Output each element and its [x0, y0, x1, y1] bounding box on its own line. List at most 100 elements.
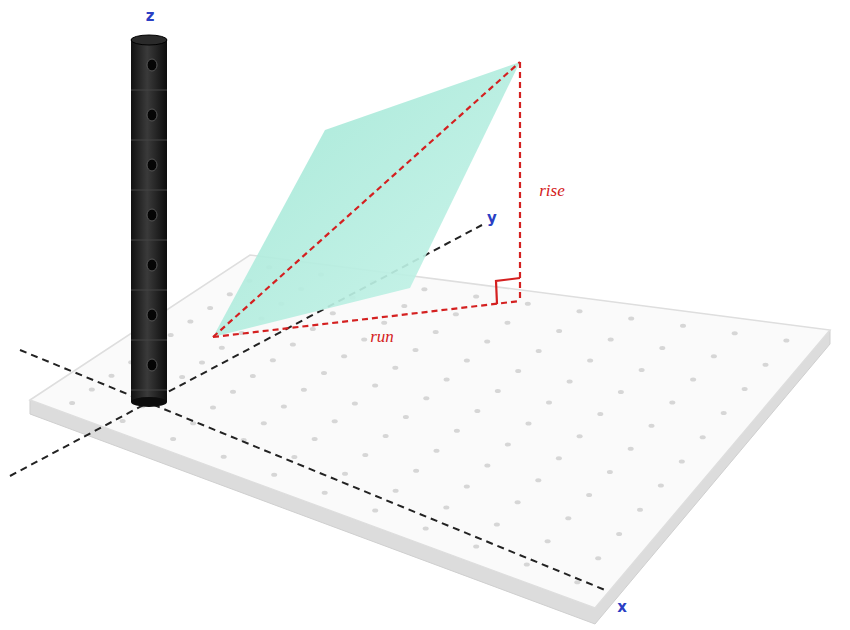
peg-hole [721, 411, 727, 415]
peg-hole [628, 447, 634, 451]
peg-hole [423, 527, 429, 531]
peg-hole [393, 489, 399, 493]
peg-hole [679, 459, 685, 463]
peg-hole [474, 409, 480, 413]
peg-hole [423, 396, 429, 400]
peg-hole [120, 419, 126, 423]
peg-hole [219, 346, 225, 350]
peg-hole [443, 506, 449, 510]
peg-hole [444, 377, 450, 381]
peg-hole [658, 484, 664, 488]
peg-hole [742, 387, 748, 391]
axis-label: x [617, 600, 627, 615]
peg-hole [669, 401, 675, 405]
slope-label: rise [539, 182, 565, 199]
column-seam [131, 390, 167, 391]
peg-hole [433, 330, 439, 334]
column-hole [147, 159, 157, 171]
peg-hole [505, 443, 511, 447]
peg-hole [484, 464, 490, 468]
peg-hole [221, 455, 227, 459]
peg-hole [89, 387, 95, 391]
peg-hole [649, 424, 655, 428]
peg-hole [628, 317, 634, 321]
peg-hole [179, 375, 185, 379]
peg-hole [535, 478, 541, 482]
peg-hole [227, 292, 233, 296]
peg-hole [210, 406, 216, 410]
peg-hole [587, 359, 593, 363]
peg-hole [574, 580, 580, 584]
peg-hole [413, 469, 419, 473]
peg-hole [680, 324, 686, 328]
peg-hole [352, 401, 358, 405]
peg-hole [332, 419, 338, 423]
peg-hole [577, 309, 583, 313]
peg-hole [525, 302, 531, 306]
peg-hole [322, 491, 328, 495]
peg-hole [567, 380, 573, 384]
peg-hole [261, 421, 267, 425]
peg-hole [608, 338, 614, 342]
peg-hole [494, 522, 500, 526]
column-seam [131, 140, 167, 141]
geoboard [30, 255, 830, 624]
peg-hole [536, 349, 542, 353]
peg-hole [168, 333, 174, 337]
column-hole [147, 359, 157, 371]
peg-hole [546, 401, 552, 405]
slope-triangle [213, 62, 520, 337]
peg-hole [392, 366, 398, 370]
peg-hole [763, 363, 769, 367]
peg-hole [301, 388, 307, 392]
column-hole [147, 59, 157, 71]
peg-hole [639, 368, 645, 372]
peg-hole [310, 327, 316, 331]
column-hole [147, 109, 157, 121]
peg-hole [342, 472, 348, 476]
peg-hole [595, 556, 601, 560]
peg-hole [312, 437, 318, 441]
peg-hole [464, 359, 470, 363]
peg-hole [526, 422, 532, 426]
peg-hole [281, 405, 287, 409]
peg-hole [341, 354, 347, 358]
peg-hole [403, 415, 409, 419]
peg-hole [250, 374, 256, 378]
peg-hole [401, 304, 407, 308]
axis-label: z [146, 9, 155, 24]
peg-hole [453, 312, 459, 316]
column-seam [131, 90, 167, 91]
peg-hole [597, 412, 603, 416]
peg-hole [381, 321, 387, 325]
peg-hole [505, 321, 511, 325]
peg-hole [484, 340, 490, 344]
peg-hole [616, 532, 622, 536]
peg-hole [413, 348, 419, 352]
peg-hole [618, 390, 624, 394]
peg-hole [577, 434, 583, 438]
slope-plane [213, 62, 520, 337]
peg-hole [607, 470, 613, 474]
peg-hole [524, 562, 530, 566]
peg-hole [659, 346, 665, 350]
peg-hole [515, 500, 521, 504]
peg-hole [565, 516, 571, 520]
column-seam [131, 290, 167, 291]
peg-hole [372, 384, 378, 388]
peg-hole [321, 371, 327, 375]
peg-hole [434, 449, 440, 453]
peg-hole [586, 493, 592, 497]
peg-hole [270, 358, 276, 362]
column-hole [147, 309, 157, 321]
peg-hole [637, 508, 643, 512]
peg-hole [372, 509, 378, 513]
peg-hole [69, 401, 75, 405]
peg-hole [170, 437, 176, 441]
peg-hole [473, 545, 479, 549]
peg-hole [290, 343, 296, 347]
peg-hole [473, 295, 479, 299]
peg-hole [711, 354, 717, 358]
peg-hole [109, 374, 115, 378]
peg-hole [383, 434, 389, 438]
